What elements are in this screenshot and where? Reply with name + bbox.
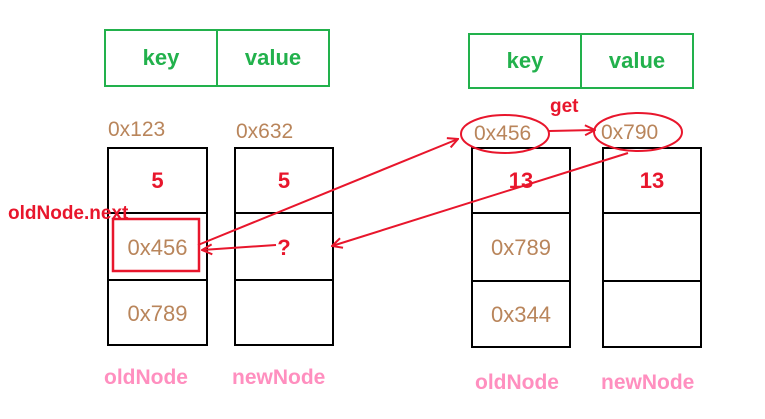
header-value-cell: value [580,35,692,87]
node-name-label: oldNode [475,371,559,394]
node-next-cell: ? [236,212,332,281]
highlight-ellipse [460,114,550,154]
node-next-cell [604,212,700,282]
old-node-box: 5 0x456 0x789 [107,147,208,346]
header-table-left: key value [104,29,330,87]
node-address: 0x456 [474,122,532,145]
arrow [202,245,277,250]
node-next-cell: 0x456 [109,212,206,281]
node-address: 0x632 [236,120,294,143]
node-key-cell: 5 [151,167,164,193]
node-key-cell: 5 [277,167,291,193]
node-after-cell [604,280,700,348]
node-after-cell: 0x344 [473,280,569,348]
old-next-annotation: oldNode.next [8,203,129,224]
header-table-right: key value [468,33,694,89]
get-annotation: get [550,96,579,117]
node-address: 0x123 [108,118,166,141]
header-value-cell: value [216,31,328,85]
highlight-box [111,217,201,273]
arrow [548,130,595,131]
highlight-ellipse [593,112,683,152]
header-key-cell: key [142,45,180,70]
node-name-label: newNode [601,371,695,394]
node-key-cell: 13 [639,167,665,193]
node-after-cell: 0x789 [109,279,206,346]
arrow [197,139,458,246]
arrow [332,152,629,246]
header-key-cell: key [506,48,544,73]
node-after-cell [236,279,332,346]
node-address: 0x790 [601,121,659,144]
new-node-box: 13 [602,147,702,348]
node-next-cell: 0x789 [473,212,569,282]
node-name-label: newNode [232,366,326,389]
old-node-box: 13 0x789 0x344 [471,147,571,348]
node-next-value: 0x456 [127,234,188,260]
node-name-label: oldNode [104,366,188,389]
